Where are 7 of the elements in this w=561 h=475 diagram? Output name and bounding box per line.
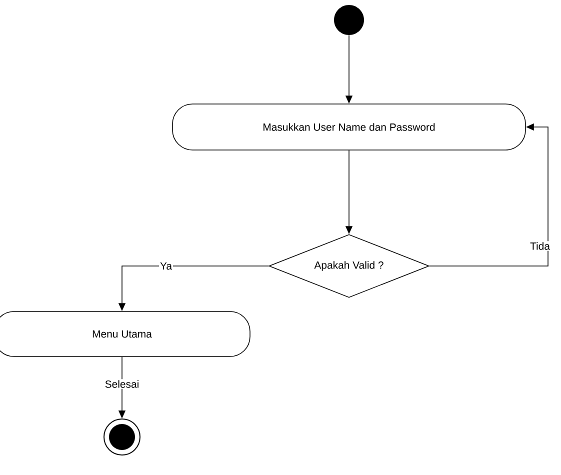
activity-box: Masukkan User Name dan Password (172, 104, 526, 150)
start-node (334, 5, 364, 35)
end-node (104, 418, 140, 456)
edge-label: Selesai (104, 379, 140, 389)
activity-box: Menu Utama (0, 311, 250, 357)
edge-label: Tida (529, 241, 551, 251)
edge-label: Ya (159, 261, 173, 271)
